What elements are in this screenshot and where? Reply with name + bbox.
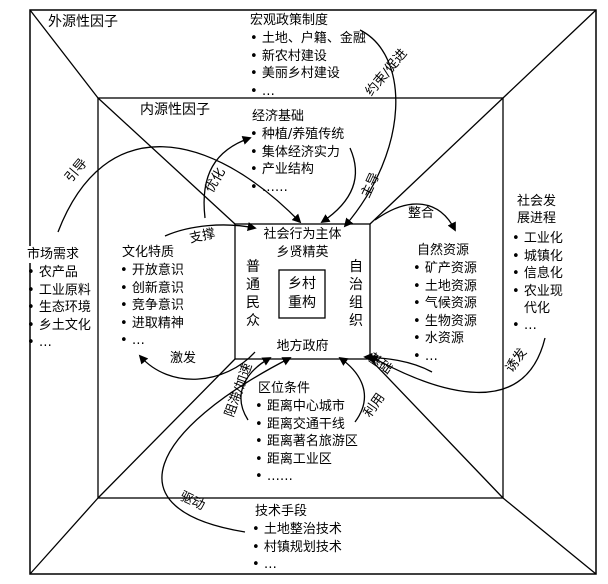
list-item: …: [512, 317, 537, 335]
social-title-line1: 社会发: [517, 194, 557, 209]
arrow-constrain: [343, 29, 397, 228]
social-item-continuation: 代化: [524, 301, 551, 316]
list-item: 距离工业区: [255, 451, 358, 469]
list-item: 矿产资源: [413, 260, 477, 278]
list-item: 农业现: [512, 283, 563, 301]
list-item: 农产品: [27, 264, 91, 282]
tech-title: 技术手段: [255, 504, 308, 519]
arrow-lead: [320, 147, 357, 224]
location-list: 距离中心城市 距离交通干线 距离著名旅游区 距离工业区 ……: [255, 398, 358, 486]
list-item: 土地、户籍、金融: [250, 30, 366, 48]
list-item: 土地资源: [413, 278, 477, 296]
market-list: 农产品 工业原料 生态环境 乡土文化 …: [27, 264, 91, 352]
core-box: [278, 269, 326, 319]
list-item: …: [413, 348, 477, 366]
culture-list: 开放意识 创新意识 竞争意识 进取精神 …: [120, 262, 184, 350]
list-item: 气候资源: [413, 295, 477, 313]
social-title-line2: 展进程: [517, 211, 557, 226]
local-government-label: 地方政府: [276, 339, 329, 354]
list-item: 城镇化: [512, 248, 563, 266]
list-item: 乡土文化: [27, 317, 91, 335]
list-item: 水资源: [413, 330, 477, 348]
macro-policy-title: 宏观政策制度: [250, 13, 329, 28]
inner-title: 内源性因子: [140, 102, 210, 118]
social-list-tail: …: [512, 317, 537, 335]
center-box: [234, 223, 371, 360]
list-item: 村镇规划技术: [252, 539, 342, 557]
list-item: 生物资源: [413, 313, 477, 331]
culture-title: 文化特质: [122, 245, 175, 260]
list-item: …: [27, 334, 91, 352]
economy-list: 种植/养殖传统 集体经济实力 产业结构 ……: [250, 126, 344, 196]
arrow-stimulate: [138, 351, 256, 380]
core-line1: 乡村: [288, 276, 316, 292]
arrow-optimize: [203, 136, 252, 219]
core-line2: 重构: [288, 295, 316, 311]
list-item: ……: [255, 468, 358, 486]
list-item: 美丽乡村建设: [250, 65, 366, 83]
location-title: 区位条件: [258, 381, 311, 396]
label-integrate: 整合: [408, 206, 435, 221]
self-governance-label: 自治组织: [349, 259, 363, 329]
outer-title: 外源性因子: [48, 14, 118, 30]
actors-title: 社会行为主体: [263, 227, 342, 242]
social-list: 工业化 城镇化 信息化 农业现: [512, 230, 563, 300]
list-item: 土地整治技术: [252, 521, 342, 539]
list-item: 距离中心城市: [255, 398, 358, 416]
macro-policy-list: 土地、户籍、金融 新农村建设 美丽乡村建设 …: [250, 30, 366, 100]
corner-lines: [29, 9, 597, 575]
list-item: 产业结构: [250, 161, 344, 179]
list-item: 距离著名旅游区: [255, 433, 358, 451]
tech-list: 土地整治技术 村镇规划技术 …: [252, 521, 342, 574]
list-item: 开放意识: [120, 262, 184, 280]
list-item: 信息化: [512, 265, 563, 283]
list-item: 创新意识: [120, 280, 184, 298]
label-stimulate: 激发: [170, 351, 197, 366]
arrow-support: [164, 222, 257, 237]
nature-list: 矿产资源 土地资源 气候资源 生物资源 水资源 …: [413, 260, 477, 365]
list-item: 工业化: [512, 230, 563, 248]
list-item: 进取精神: [120, 315, 184, 333]
list-item: 竞争意识: [120, 297, 184, 315]
arrow-drive: [161, 357, 292, 533]
nature-title: 自然资源: [417, 243, 470, 258]
list-item: 距离交通干线: [255, 416, 358, 434]
common-people-label: 普通民众: [246, 259, 260, 329]
list-item: 种植/养殖传统: [250, 126, 344, 144]
list-item: 新农村建设: [250, 48, 366, 66]
list-item: …: [120, 332, 184, 350]
arrow-induce: [368, 337, 546, 394]
elite-label: 乡贤精英: [276, 245, 329, 260]
list-item: ……: [250, 179, 344, 197]
list-item: 工业原料: [27, 282, 91, 300]
arrow-integrate: [374, 203, 456, 232]
market-title: 市场需求: [27, 246, 80, 263]
arrow-utilize: [338, 356, 366, 423]
list-item: 集体经济实力: [250, 144, 344, 162]
economy-title: 经济基础: [252, 109, 305, 124]
list-item: …: [250, 83, 366, 101]
list-item: …: [252, 556, 342, 574]
list-item: 生态环境: [27, 299, 91, 317]
